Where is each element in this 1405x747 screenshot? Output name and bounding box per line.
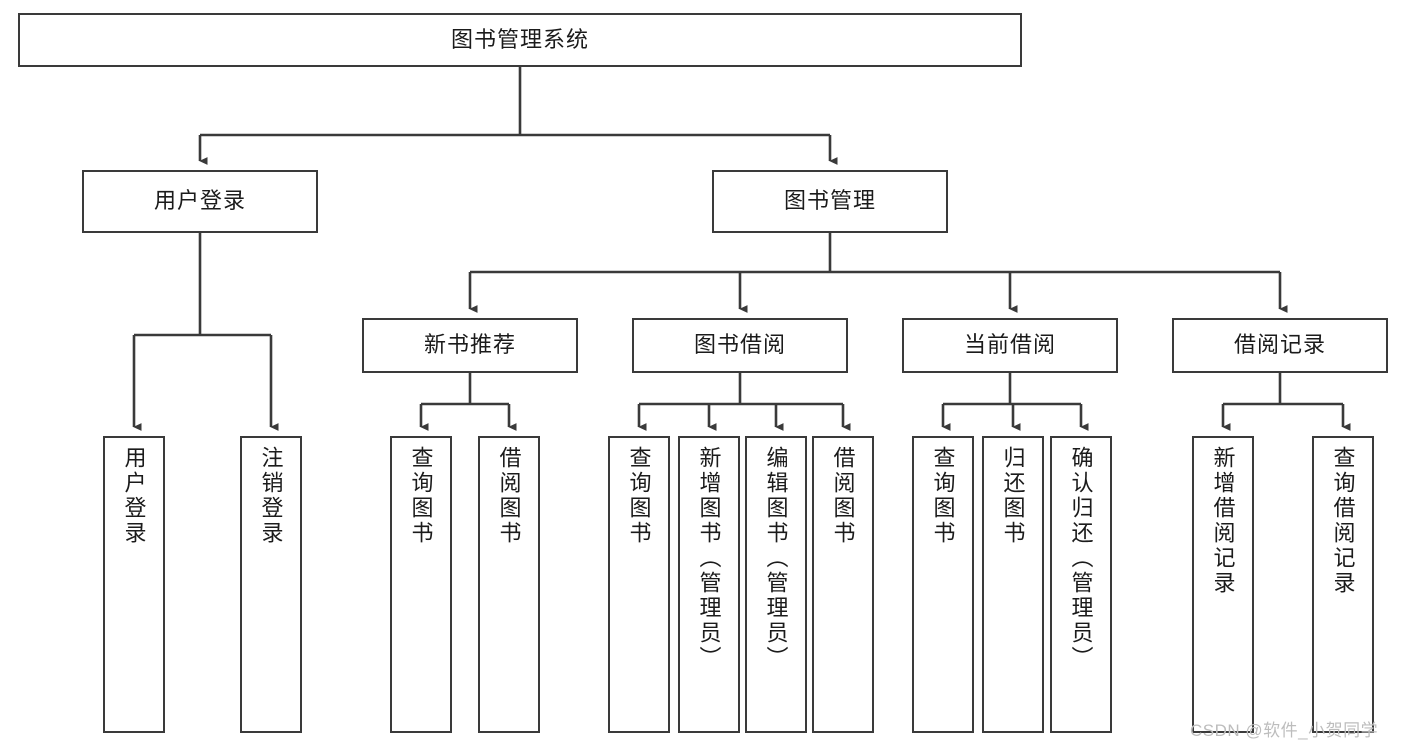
node-label: 用户登录 bbox=[121, 446, 147, 546]
node-label: 编辑图书（管理员） bbox=[763, 446, 789, 671]
node-n-user-login[interactable]: 用户登录 bbox=[82, 170, 318, 233]
node-label: 归还图书 bbox=[1000, 446, 1026, 546]
node-label: 借阅图书 bbox=[496, 446, 522, 546]
node-root[interactable]: 图书管理系统 bbox=[18, 13, 1022, 67]
node-label: 新书推荐 bbox=[423, 332, 516, 358]
node-l-user-logout[interactable]: 注销登录 bbox=[240, 436, 302, 733]
node-l-add-book[interactable]: 新增图书（管理员） bbox=[678, 436, 740, 733]
node-label: 借阅图书 bbox=[830, 446, 856, 546]
node-label: 借阅记录 bbox=[1233, 332, 1326, 358]
node-l-borrow-book-2[interactable]: 借阅图书 bbox=[812, 436, 874, 733]
node-l-confirm-return[interactable]: 确认归还（管理员） bbox=[1050, 436, 1112, 733]
node-label: 用户登录 bbox=[153, 188, 246, 214]
node-n-book-borrow[interactable]: 图书借阅 bbox=[632, 318, 848, 373]
node-n-current-borrow[interactable]: 当前借阅 bbox=[902, 318, 1118, 373]
node-label: 新增借阅记录 bbox=[1210, 446, 1236, 596]
node-label: 图书管理系统 bbox=[450, 26, 589, 52]
node-label: 确认归还（管理员） bbox=[1068, 446, 1094, 671]
node-l-add-record[interactable]: 新增借阅记录 bbox=[1192, 436, 1254, 733]
node-n-book-mgmt[interactable]: 图书管理 bbox=[712, 170, 948, 233]
node-l-query-book-3[interactable]: 查询图书 bbox=[912, 436, 974, 733]
node-l-borrow-book-1[interactable]: 借阅图书 bbox=[478, 436, 540, 733]
node-l-query-record[interactable]: 查询借阅记录 bbox=[1312, 436, 1374, 733]
node-l-query-book-1[interactable]: 查询图书 bbox=[390, 436, 452, 733]
node-n-new-book-rec[interactable]: 新书推荐 bbox=[362, 318, 578, 373]
node-label: 查询图书 bbox=[626, 446, 652, 546]
node-label: 新增图书（管理员） bbox=[696, 446, 722, 671]
node-l-return-book[interactable]: 归还图书 bbox=[982, 436, 1044, 733]
node-l-query-book-2[interactable]: 查询图书 bbox=[608, 436, 670, 733]
node-l-edit-book[interactable]: 编辑图书（管理员） bbox=[745, 436, 807, 733]
node-label: 图书管理 bbox=[783, 188, 876, 214]
node-label: 查询图书 bbox=[408, 446, 434, 546]
node-label: 查询图书 bbox=[930, 446, 956, 546]
node-n-borrow-record[interactable]: 借阅记录 bbox=[1172, 318, 1388, 373]
node-label: 查询借阅记录 bbox=[1330, 446, 1356, 596]
node-label: 注销登录 bbox=[258, 446, 284, 546]
node-label: 当前借阅 bbox=[963, 332, 1056, 358]
node-l-user-login[interactable]: 用户登录 bbox=[103, 436, 165, 733]
node-label: 图书借阅 bbox=[693, 332, 786, 358]
